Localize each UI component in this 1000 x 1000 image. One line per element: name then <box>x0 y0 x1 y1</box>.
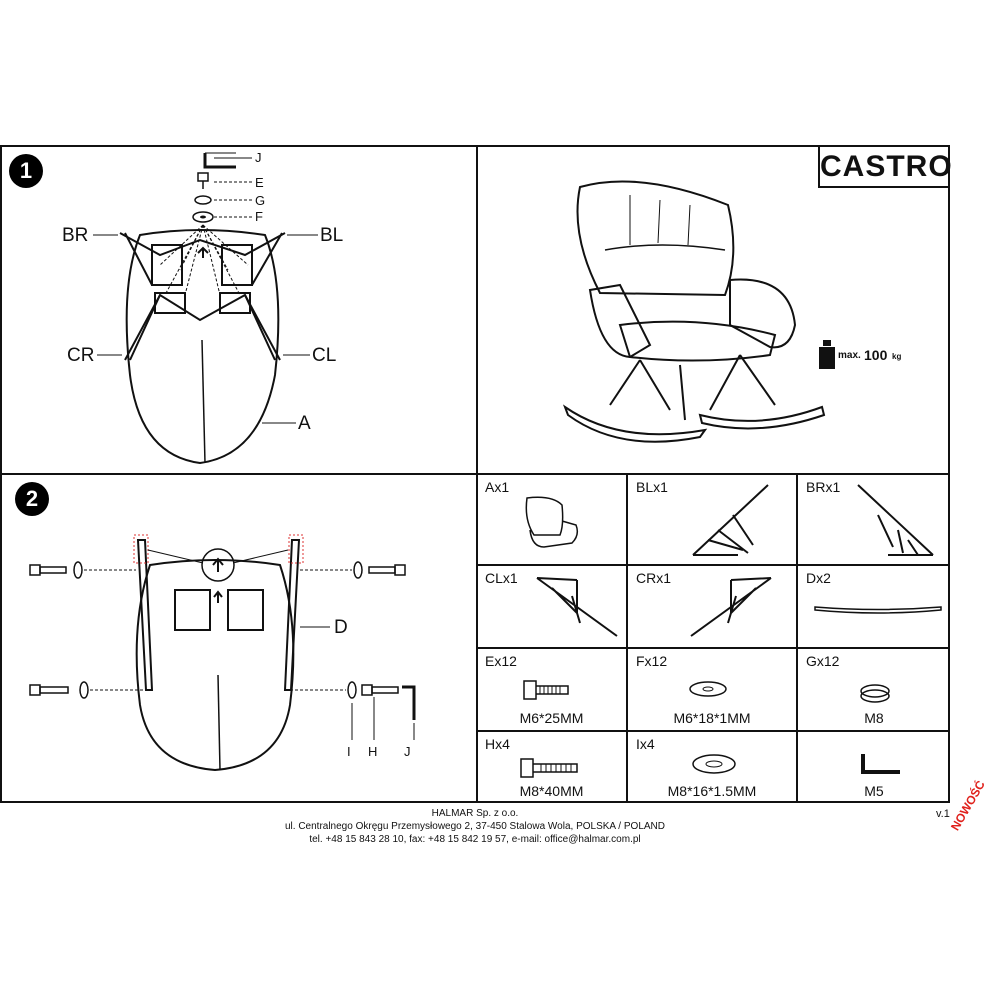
washer-I-icon <box>692 754 736 774</box>
label-A: A <box>298 413 311 434</box>
part-cell-H: Hx4 M8*40MM <box>485 736 584 799</box>
label-H: H <box>368 744 378 759</box>
part-cell-E: Ex12 M6*25MM <box>485 653 584 726</box>
step-number-1: 1 <box>9 154 43 188</box>
label-BL: BL <box>320 225 344 246</box>
bolt-H-icon <box>520 758 578 778</box>
max-weight-value: 100 <box>864 347 888 363</box>
washer-F-icon <box>689 681 727 697</box>
footer-contact: tel. +48 15 843 28 10, fax: +48 15 842 1… <box>309 834 641 845</box>
part-cell-A: Ax1 <box>477 475 626 564</box>
label-CL: CL <box>312 345 337 366</box>
label-BR: BR <box>62 225 89 246</box>
divider-horizontal <box>0 473 950 475</box>
part-CR-frame-icon <box>690 577 772 637</box>
rocking-chair-illustration <box>562 180 826 443</box>
label-J-step2: J <box>404 744 411 759</box>
hex-key-J-icon <box>861 754 900 774</box>
part-BR-frame-icon <box>857 484 934 556</box>
part-cell-I: Ix4 M8*16*1.5MM <box>636 736 757 799</box>
part-cell-BR: BRx1 <box>798 475 950 564</box>
part-cell-F: Fx12 M6*18*1MM <box>636 653 751 726</box>
spring-washer-G-icon <box>860 684 890 703</box>
max-weight-prefix: max. <box>838 350 861 361</box>
part-cell-CR: CRx1 <box>628 566 796 647</box>
label-E: E <box>255 175 264 190</box>
part-cell-BL: BLx1 <box>628 475 796 564</box>
bolt-E-icon <box>523 680 569 700</box>
step1-diagram <box>93 152 318 465</box>
label-J-step1: J <box>255 150 262 165</box>
part-CL-frame-icon <box>536 577 618 637</box>
footer-company: HALMAR Sp. z o.o. <box>431 808 519 819</box>
part-D-rocker-icon <box>814 606 942 614</box>
product-title: CASTRO <box>818 146 952 188</box>
part-cell-J: M5 <box>798 732 950 803</box>
part-A-chair-icon <box>525 496 579 548</box>
label-F: F <box>255 209 263 224</box>
label-G: G <box>255 193 266 208</box>
new-badge: NOWOŚĆ <box>948 778 988 833</box>
part-cell-CL: CLx1 <box>477 566 626 647</box>
part-cell-G: Gx12 M8 <box>798 649 950 730</box>
weight-icon <box>819 340 835 369</box>
footer-address: ul. Centralnego Okręgu Przemysłowego 2, … <box>284 821 665 832</box>
part-BL-frame-icon <box>692 484 769 556</box>
part-cell-D: Dx2 <box>798 566 950 647</box>
max-weight-unit: kg <box>892 352 902 361</box>
label-CR: CR <box>67 345 95 366</box>
label-I: I <box>347 744 351 759</box>
step2-diagram <box>29 534 416 772</box>
label-D: D <box>334 617 348 638</box>
step-number-2: 2 <box>15 482 49 516</box>
version-label: v.1 <box>936 808 950 820</box>
